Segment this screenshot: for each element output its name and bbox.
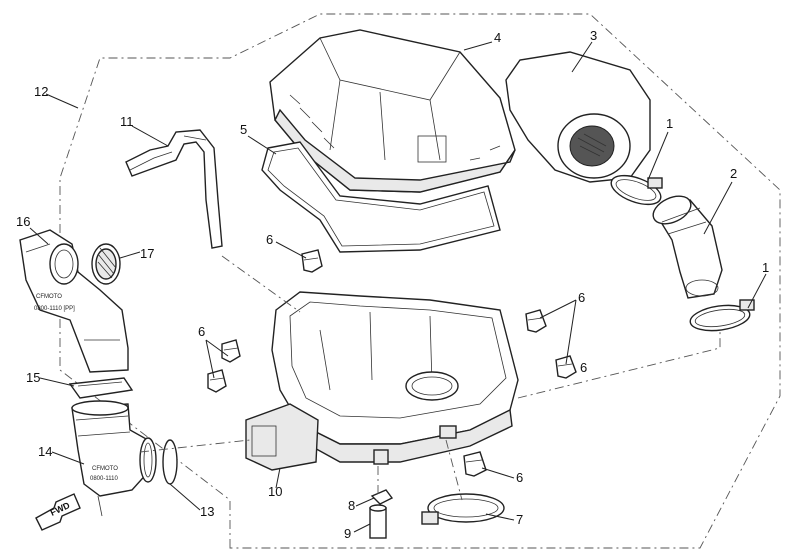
leader-1a — [647, 131, 669, 181]
leader-6c — [539, 299, 577, 365]
forward-arrow: FWD — [35, 493, 81, 531]
callout-12: 12 — [34, 84, 48, 99]
air-filter-element — [505, 51, 651, 183]
alignment-line-4 — [445, 439, 463, 501]
airbox-cover — [269, 29, 516, 193]
callout-7: 7 — [516, 512, 523, 527]
leader-1b — [747, 273, 767, 309]
leader-12 — [45, 93, 79, 109]
leader-8 — [355, 497, 375, 507]
assembly-boundary — [59, 13, 781, 549]
leader-5 — [247, 135, 277, 155]
hose-clamp-lower — [689, 299, 755, 332]
callout-9: 9 — [344, 526, 351, 541]
alignment-line-3 — [517, 330, 721, 399]
drain-clip — [370, 489, 394, 505]
lower-airbox — [245, 291, 519, 471]
callout-2: 2 — [730, 166, 737, 181]
callout-3: 3 — [590, 28, 597, 43]
callout-6-left: 6 — [198, 324, 205, 339]
adapter-clamp — [139, 437, 178, 485]
leader-16 — [29, 227, 49, 245]
callout-5: 5 — [240, 122, 247, 137]
spring-clip-bottom — [463, 451, 487, 477]
leader-15 — [39, 377, 75, 387]
leader-6b — [205, 339, 229, 379]
leader-13 — [169, 483, 201, 511]
spring-clip-right-lower — [555, 355, 577, 379]
leader-6d — [481, 467, 515, 479]
leader-4 — [463, 41, 493, 51]
leader-10 — [275, 467, 281, 489]
leader-17 — [119, 251, 141, 259]
callout-16: 16 — [16, 214, 30, 229]
breather-tube — [125, 129, 223, 249]
callout-15: 15 — [26, 370, 40, 385]
cover-gasket — [261, 141, 501, 253]
elbow-brand-marking: CFMOTO — [36, 294, 62, 300]
drain-tube — [369, 504, 387, 539]
callout-8: 8 — [348, 498, 355, 513]
spring-clip-top — [301, 249, 323, 273]
callout-6-lower-right: 6 — [580, 360, 587, 375]
leader-2 — [703, 181, 733, 235]
inlet-elbow: CFMOTO 0800-1110 [PP] — [19, 229, 129, 373]
callout-17: 17 — [140, 246, 154, 261]
alignment-line-2 — [139, 439, 251, 453]
hose-clamp-upper — [610, 174, 663, 206]
callout-11: 11 — [120, 114, 134, 129]
intake-duct — [652, 195, 723, 299]
alignment-line-1 — [221, 255, 301, 313]
adapter-code-marking: 0800-1110 — [90, 476, 118, 482]
callout-14: 14 — [38, 444, 52, 459]
elbow-code-marking: 0800-1110 [PP] — [34, 306, 75, 312]
spring-clip-left-upper — [221, 339, 241, 363]
callout-6-right: 6 — [578, 290, 585, 305]
callout-6-top: 6 — [266, 232, 273, 247]
leader-6a — [275, 241, 307, 259]
leader-11 — [131, 125, 169, 147]
spring-clip-right-upper — [525, 309, 547, 333]
leader-14 — [51, 451, 85, 465]
spring-clip-left-lower — [207, 369, 227, 393]
callout-13: 13 — [200, 504, 214, 519]
leader-3 — [571, 41, 593, 73]
callout-1-lower: 1 — [762, 260, 769, 275]
adapter-brand-marking: CFMOTO — [92, 466, 118, 472]
outlet-clamp — [421, 493, 505, 525]
elbow-gasket — [68, 377, 134, 399]
inlet-screen — [91, 243, 121, 285]
callout-1-upper: 1 — [666, 116, 673, 131]
leader-9 — [353, 523, 371, 533]
callout-10: 10 — [268, 484, 282, 499]
leader-7 — [485, 513, 515, 521]
inlet-adapter: CFMOTO 0800-1110 — [71, 400, 151, 517]
callout-4: 4 — [494, 30, 501, 45]
callout-6-bottom: 6 — [516, 470, 523, 485]
